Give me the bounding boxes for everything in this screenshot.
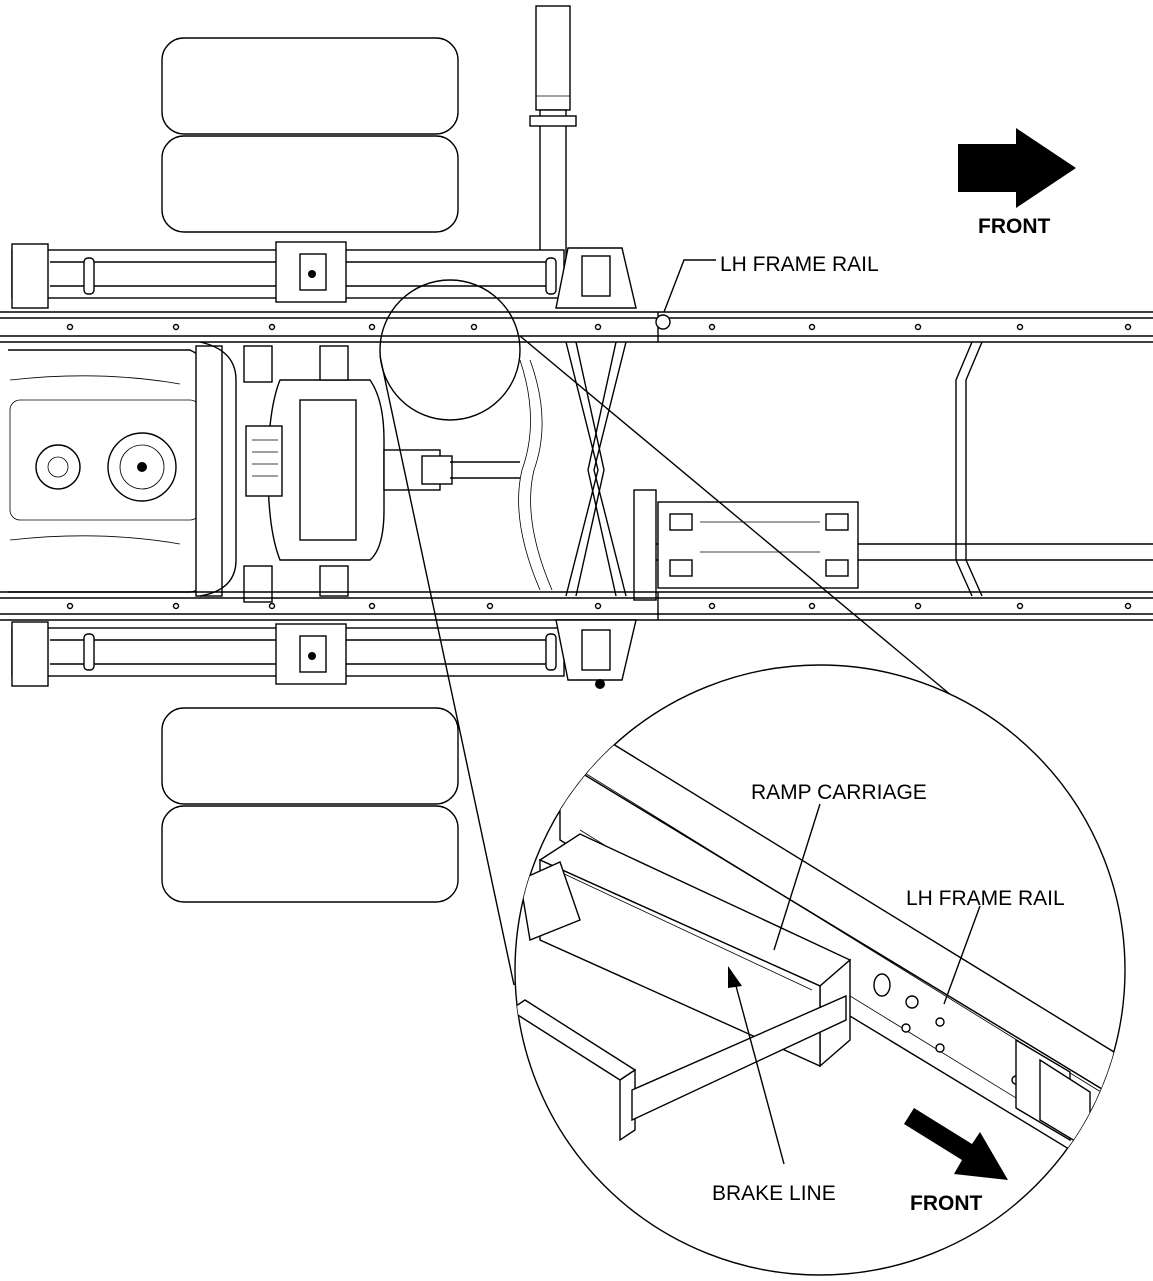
upper-spring-assembly bbox=[11, 241, 637, 309]
upper-tires bbox=[161, 37, 459, 233]
lower-spring-assembly bbox=[11, 619, 637, 689]
lh-frame-rail-label-detail: LH FRAME RAIL bbox=[906, 887, 1065, 910]
rail-hole bbox=[486, 602, 494, 610]
rail-hole bbox=[914, 602, 922, 610]
rail-hole bbox=[1124, 602, 1132, 610]
front-label-detail: FRONT bbox=[910, 1192, 982, 1215]
rail-hole bbox=[594, 602, 602, 610]
lower-tires bbox=[161, 707, 459, 903]
rail-hole bbox=[808, 602, 816, 610]
upper-rail-holes bbox=[66, 323, 1132, 331]
brake-line-callout: BRAKE LINE bbox=[712, 966, 836, 1205]
rear-differential bbox=[243, 345, 453, 603]
exhaust-pipe bbox=[529, 5, 577, 271]
rail-hole bbox=[470, 323, 478, 331]
x-cross-member bbox=[518, 341, 627, 597]
arrow-down-right-icon bbox=[904, 1108, 1008, 1180]
detail-callout bbox=[379, 279, 1001, 986]
fuel-tank bbox=[8, 345, 223, 597]
ramp-carriage-callout: RAMP CARRIAGE bbox=[751, 781, 927, 951]
rail-hole bbox=[1016, 602, 1024, 610]
rail-hole bbox=[708, 602, 716, 610]
rail-hole bbox=[66, 602, 74, 610]
front-cross-member bbox=[955, 341, 983, 597]
rail-hole bbox=[1124, 323, 1132, 331]
chassis-top-view bbox=[0, 5, 1153, 903]
rail-hole bbox=[368, 323, 376, 331]
rail-hole bbox=[1016, 323, 1024, 331]
brake-line-label: BRAKE LINE bbox=[712, 1182, 836, 1205]
lh-frame-rail-callout-detail: LH FRAME RAIL bbox=[906, 887, 1065, 1005]
ramp-carriage-label: RAMP CARRIAGE bbox=[751, 781, 927, 804]
front-indicator-top: FRONT bbox=[958, 128, 1076, 238]
rail-hole bbox=[914, 323, 922, 331]
front-label-top: FRONT bbox=[978, 215, 1050, 238]
lh-frame-rail-label-top: LH FRAME RAIL bbox=[720, 253, 879, 276]
rail-hole bbox=[268, 602, 276, 610]
rail-hole bbox=[66, 323, 74, 331]
lh-frame-rail-callout-top: LH FRAME RAIL bbox=[663, 253, 879, 313]
front-indicator-detail: FRONT bbox=[904, 1108, 1008, 1215]
battery-box bbox=[633, 489, 859, 601]
detail-view: RAMP CARRIAGE LH FRAME RAIL BRAKE LINE F… bbox=[514, 664, 1126, 1276]
rail-hole bbox=[172, 602, 180, 610]
rail-hole bbox=[172, 323, 180, 331]
rail-hole bbox=[808, 323, 816, 331]
rail-hole bbox=[594, 323, 602, 331]
lower-rail-holes bbox=[66, 602, 1132, 610]
rail-hole bbox=[368, 602, 376, 610]
cross-member-rear bbox=[199, 341, 237, 597]
rail-hole bbox=[708, 323, 716, 331]
arrow-right-icon bbox=[958, 128, 1076, 208]
rail-hole bbox=[268, 323, 276, 331]
